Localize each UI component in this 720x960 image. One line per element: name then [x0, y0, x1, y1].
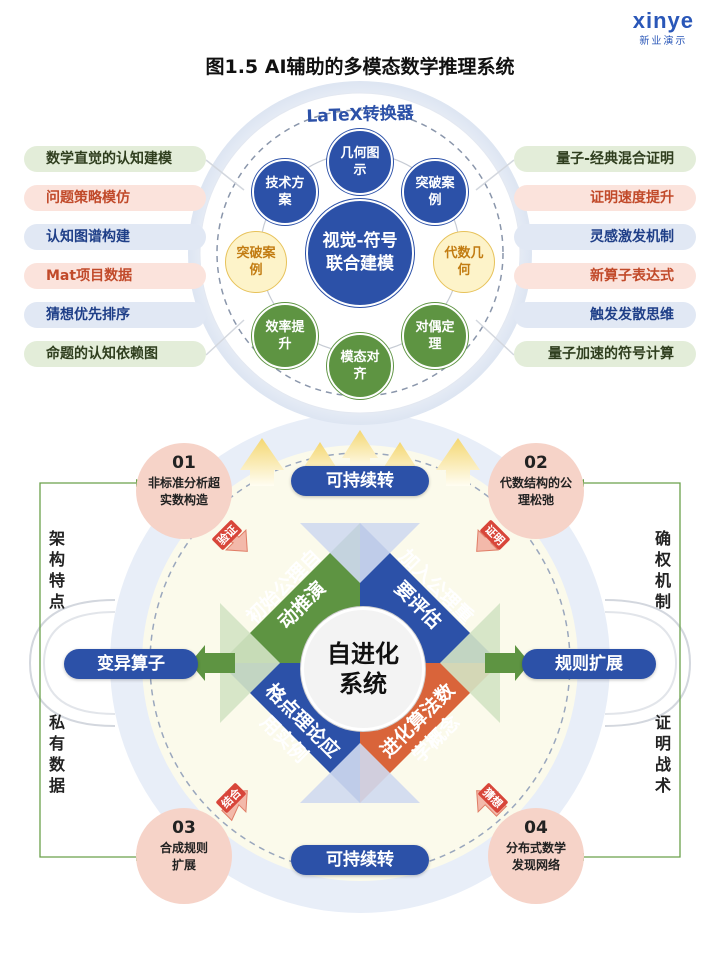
right-item: 量子加速的符号计算 [514, 341, 696, 367]
ring-node: 模态对齐 [327, 333, 393, 399]
corner-node-01: 01 非标准分析超实数构造 [136, 443, 232, 539]
left-track [28, 599, 116, 727]
pill-bottom: 可持续转 [291, 845, 429, 875]
right-item: 证明速度提升 [514, 185, 696, 211]
side-text-right-bottom: 证明战术 [654, 713, 671, 795]
right-track [604, 599, 692, 727]
figure-title: 图1.5 AI辅助的多模态数学推理系统 [205, 56, 515, 78]
corner-node-04: 04 分布式数学发现网络 [488, 808, 584, 904]
corner-label: 代数结构的公理松弛 [500, 476, 573, 507]
left-item: 认知图谱构建 [24, 224, 206, 250]
core-label: 自进化系统 [327, 640, 399, 698]
hub-center-node: 视觉-符号联合建模 [306, 199, 414, 307]
side-text-left-bottom: 私有数据 [48, 713, 65, 795]
corner-node-02: 02 代数结构的公理松弛 [488, 443, 584, 539]
corner-label: 非标准分析超实数构造 [148, 476, 221, 507]
ring-node: 突破案例 [402, 159, 468, 225]
right-green-arrow [485, 645, 530, 681]
right-item: 灵感激发机制 [514, 224, 696, 250]
right-item: 量子-经典混合证明 [514, 146, 696, 172]
corner-label: 合成规则扩展 [159, 841, 208, 872]
side-text-right-top: 确权机制 [654, 529, 671, 611]
ring-node: 代数几何 [433, 231, 495, 293]
left-item: 命题的认知依赖图 [24, 341, 206, 367]
left-item: 数学直觉的认知建模 [24, 146, 206, 172]
left-item: 问题策略模仿 [24, 185, 206, 211]
side-text-left-top: 架构特点 [48, 529, 65, 611]
corner-label: 分布式数学发现网络 [505, 841, 566, 872]
corner-number: 04 [524, 818, 548, 838]
corner-node-03: 03 合成规则扩展 [136, 808, 232, 904]
corner-number: 02 [524, 453, 548, 473]
ring-node: 效率提升 [252, 303, 318, 369]
left-green-arrow [190, 645, 235, 681]
corner-number: 01 [172, 453, 196, 473]
corner-number: 03 [172, 818, 196, 838]
core-circle: 自进化系统 [301, 607, 425, 731]
ring-node: 几何图示 [327, 129, 393, 195]
left-item: Mat项目数据 [24, 263, 206, 289]
latex-converter-label: LaTeX转换器 [306, 103, 415, 127]
ring-node: 对偶定理 [402, 303, 468, 369]
pill-top: 可持续转 [291, 466, 429, 496]
pill-left: 变异算子 [64, 649, 198, 679]
pill-right: 规则扩展 [522, 649, 656, 679]
left-item: 猜想优先排序 [24, 302, 206, 328]
right-item: 新算子表达式 [514, 263, 696, 289]
ring-node: 突破案例 [225, 231, 287, 293]
logo-subtitle: 新业演示 [639, 36, 688, 47]
right-item: 触发发散思维 [514, 302, 696, 328]
logo-mark: xinye [632, 8, 694, 33]
ring-node: 技术方案 [252, 159, 318, 225]
brand-logo: xinye 新业演示 [633, 8, 694, 47]
